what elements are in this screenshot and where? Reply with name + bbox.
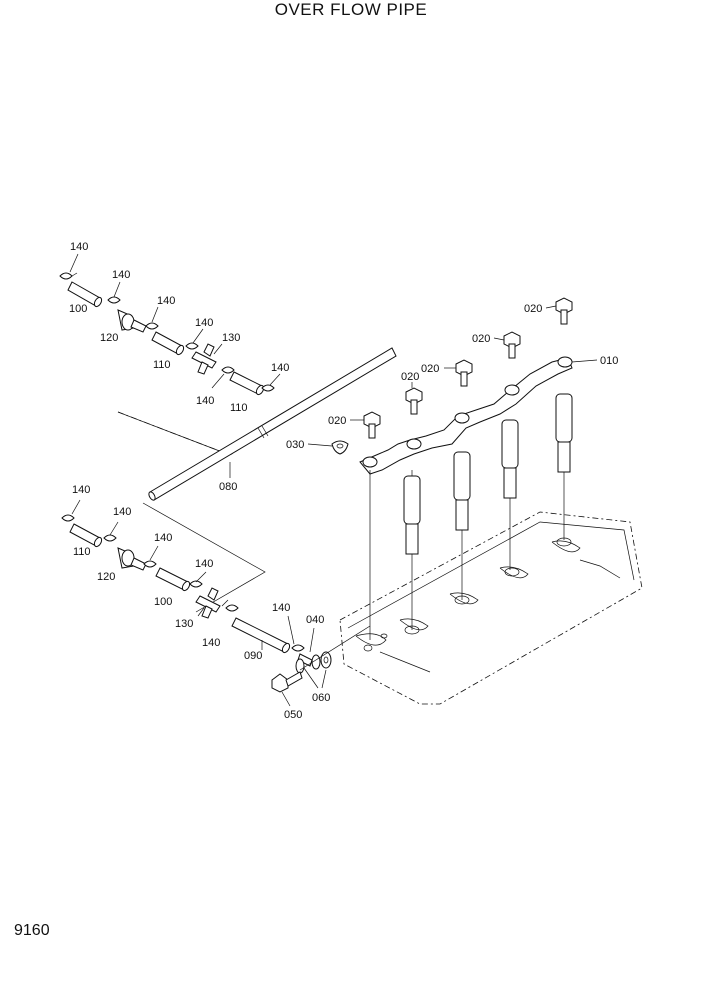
clip-part[interactable] bbox=[103, 534, 117, 542]
banjo-bolt-part[interactable] bbox=[455, 359, 473, 387]
injector-part[interactable] bbox=[501, 419, 519, 570]
joint-part[interactable] bbox=[117, 547, 147, 571]
clip-part[interactable] bbox=[185, 342, 199, 350]
callout-label: 120 bbox=[97, 571, 115, 583]
clip-part[interactable] bbox=[145, 322, 159, 330]
clip-part[interactable] bbox=[225, 604, 239, 612]
washer-part[interactable] bbox=[295, 658, 305, 674]
callout-label: 100 bbox=[154, 596, 172, 608]
callout-label: 040 bbox=[306, 614, 324, 626]
clip-part[interactable] bbox=[61, 514, 75, 522]
callout-label: 140 bbox=[112, 269, 130, 281]
callout-label: 140 bbox=[72, 484, 90, 496]
callout-label: 020 bbox=[421, 363, 439, 375]
callout-label: 020 bbox=[472, 333, 490, 345]
clip-part[interactable] bbox=[261, 384, 275, 392]
callout-label: 060 bbox=[312, 692, 330, 704]
banjo-bolt-part[interactable] bbox=[555, 297, 573, 325]
gasket-part[interactable] bbox=[331, 440, 349, 455]
callout-label: 100 bbox=[69, 303, 87, 315]
callout-label: 140 bbox=[195, 317, 213, 329]
callout-label: 120 bbox=[100, 332, 118, 344]
bolt-part[interactable] bbox=[271, 671, 303, 693]
tube-part[interactable] bbox=[231, 617, 291, 654]
fitting-part[interactable] bbox=[297, 651, 332, 670]
callout-label: 110 bbox=[73, 546, 91, 558]
page-number: 9160 bbox=[14, 922, 50, 939]
clip-part[interactable] bbox=[221, 366, 235, 374]
callout-label: 010 bbox=[600, 355, 618, 367]
banjo-bolt-part[interactable] bbox=[363, 411, 381, 439]
page-title: OVER FLOW PIPE bbox=[274, 0, 428, 19]
injector-part[interactable] bbox=[453, 451, 471, 600]
callout-label: 030 bbox=[286, 439, 304, 451]
callout-label: 110 bbox=[153, 359, 171, 371]
callout-label: 020 bbox=[328, 415, 346, 427]
callout-label: 110 bbox=[230, 402, 248, 414]
tube-part[interactable] bbox=[69, 523, 103, 548]
callout-label: 020 bbox=[524, 303, 542, 315]
callout-label: 090 bbox=[244, 650, 262, 662]
overflow-rail-part[interactable] bbox=[359, 356, 573, 475]
tube-part[interactable] bbox=[155, 567, 191, 592]
callout-label: 140 bbox=[113, 506, 131, 518]
tube-part[interactable] bbox=[151, 331, 185, 356]
tube-part[interactable] bbox=[67, 281, 103, 308]
tube-part[interactable] bbox=[229, 371, 265, 396]
clip-part[interactable] bbox=[107, 296, 121, 304]
callout-label: 020 bbox=[401, 371, 419, 383]
banjo-bolt-part[interactable] bbox=[405, 387, 423, 415]
clip-part[interactable] bbox=[189, 580, 203, 588]
long-pipe-part[interactable] bbox=[148, 347, 397, 501]
injector-part[interactable] bbox=[403, 470, 421, 630]
tee-joint-part[interactable] bbox=[191, 343, 217, 375]
callout-label: 140 bbox=[272, 602, 290, 614]
cylinder-head bbox=[339, 511, 643, 705]
callout-label: 140 bbox=[154, 532, 172, 544]
banjo-bolt-part[interactable] bbox=[503, 331, 521, 359]
clip-part[interactable] bbox=[59, 272, 78, 280]
callout-label: 050 bbox=[284, 709, 302, 721]
clip-part[interactable] bbox=[143, 560, 157, 568]
lower-pipe-assembly bbox=[61, 499, 371, 707]
callout-label: 140 bbox=[195, 558, 213, 570]
joint-part[interactable] bbox=[117, 309, 147, 333]
clip-part[interactable] bbox=[291, 644, 305, 652]
callout-label: 130 bbox=[222, 332, 240, 344]
upper-pipe-assembly bbox=[59, 253, 393, 456]
callout-label: 140 bbox=[157, 295, 175, 307]
callout-label: 140 bbox=[196, 395, 214, 407]
callout-label: 140 bbox=[70, 241, 88, 253]
callout-label: 140 bbox=[202, 637, 220, 649]
callout-label: 130 bbox=[175, 618, 193, 630]
tee-joint-part[interactable] bbox=[195, 587, 221, 619]
callout-label: 140 bbox=[271, 362, 289, 374]
callout-label: 080 bbox=[219, 481, 237, 493]
injector-part[interactable] bbox=[555, 393, 573, 540]
